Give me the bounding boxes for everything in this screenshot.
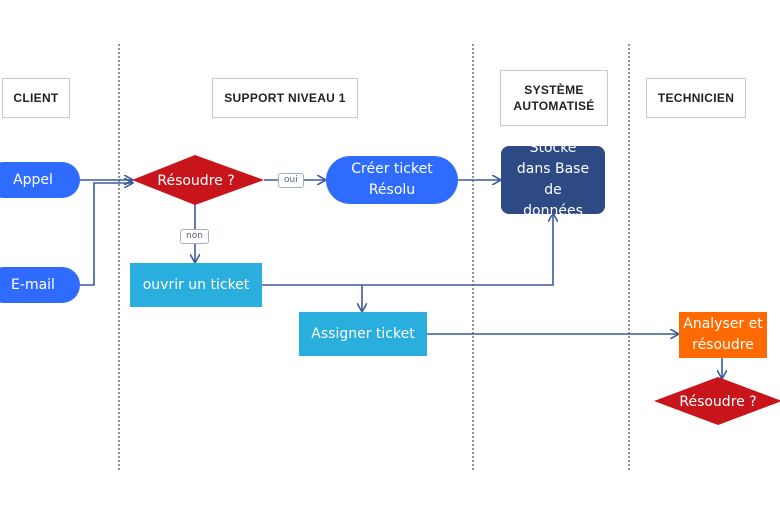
node-assigner-ticket: Assigner ticket xyxy=(299,312,427,356)
lane-header-client: CLIENT xyxy=(2,78,70,118)
node-email: E-mail xyxy=(0,267,80,303)
lane-header-technician: TECHNICIEN xyxy=(646,78,746,118)
edge-label-non: non xyxy=(180,229,209,244)
decision-resoudre-shape xyxy=(132,155,264,205)
lane-divider-client-support xyxy=(118,44,120,470)
lane-divider-support-system xyxy=(472,44,474,470)
node-analyser: Analyser et résoudre xyxy=(679,312,767,358)
node-appel: Appel xyxy=(0,162,80,198)
decision-resoudre-label: Résoudre ? xyxy=(157,173,234,189)
node-ouvrir-ticket: ouvrir un ticket xyxy=(130,263,262,307)
node-stocke: Stocké dans Base de données xyxy=(501,140,605,219)
decision-resoudre-2-label: Résoudre ? xyxy=(679,394,756,410)
edge-label-oui: oui xyxy=(278,173,304,188)
edge-ouvrir-stocke xyxy=(262,214,553,286)
node-creer-ticket: Créer ticket Résolu xyxy=(326,156,458,204)
lane-header-system: SYSTÈME AUTOMATISÉ xyxy=(500,70,608,126)
lane-divider-system-technician xyxy=(628,44,630,470)
edge-email-resoudre xyxy=(80,183,132,286)
lane-header-support: SUPPORT NIVEAU 1 xyxy=(212,78,358,118)
decision-resoudre-2-shape xyxy=(654,377,780,425)
